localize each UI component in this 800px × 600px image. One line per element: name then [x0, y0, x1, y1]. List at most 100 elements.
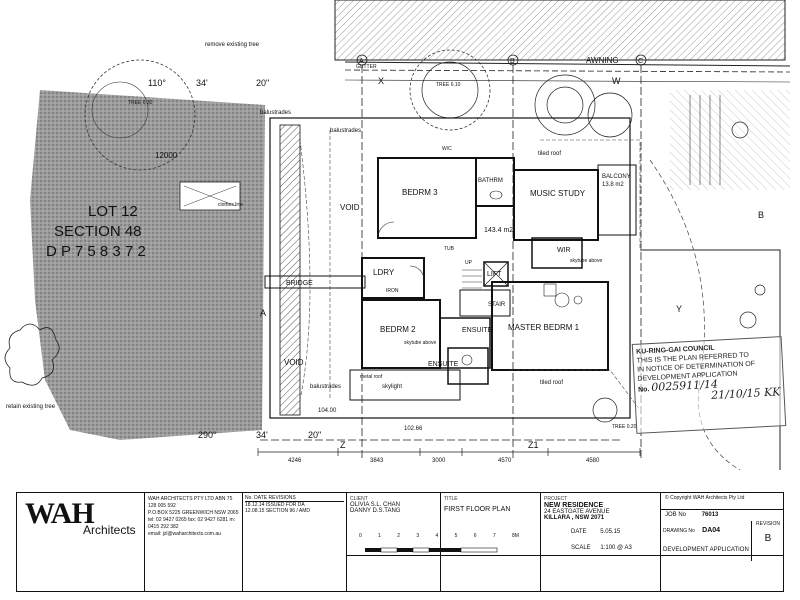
copyright-text: Copyright WAH Architects Pty Ltd: [670, 495, 745, 501]
grid-label-a: A: [260, 308, 266, 318]
drawing-title-box: TITLE FIRST FLOOR PLAN: [441, 493, 541, 591]
stamp-no-label: No.: [637, 386, 650, 394]
room-bedroom2: BEDRM 2: [380, 325, 416, 334]
drawing-label: DRAWING No: [663, 528, 695, 534]
room-lift: LIFT: [487, 271, 502, 278]
firm-logo: WAH Architects: [17, 493, 145, 591]
status-field: DEVELOPMENT APPLICATION: [663, 547, 749, 553]
tree-label: TREE 0.20: [612, 424, 637, 430]
room-bridge: BRIDGE: [286, 280, 313, 287]
drawing-number: DA04: [702, 527, 721, 534]
project-address: 24 EASTGATE AVENUE: [544, 509, 610, 515]
room-master: MASTER BEDRM 1: [508, 323, 580, 332]
date-label: DATE: [571, 529, 587, 535]
awning-label: AWNING: [586, 56, 619, 65]
scale-ticks: 0 1 2 3 4 5 6 7 8M: [359, 533, 519, 539]
copyright-row: © Copyright WAH Architects Pty Ltd: [661, 493, 783, 507]
room-ensuite: ENSUITE: [462, 327, 493, 334]
dim-bottom: 3000: [432, 458, 446, 464]
dim-bottom: 3843: [370, 458, 384, 464]
bearing-bot-deg: 290°: [198, 430, 217, 440]
room-bathroom: BATHRM: [478, 178, 503, 184]
dimension-10400: 104.00: [318, 408, 337, 414]
drawing-title: FIRST FLOOR PLAN: [444, 506, 511, 513]
grid-label-y: Y: [676, 304, 682, 314]
retain-tree-note: retain existing tree: [6, 404, 56, 410]
scale-tick: 8M: [512, 533, 519, 539]
grid-markers: [260, 54, 647, 460]
balustrade-note: balustrades: [330, 128, 361, 134]
wc-label: W/C: [442, 146, 452, 152]
tree-canopy: [91, 81, 149, 139]
bearing-top-sec: 20": [256, 78, 269, 88]
project-suburb: KILLARA , NSW 2071: [544, 515, 605, 521]
site-shading: [30, 90, 265, 440]
revisions-table: No. DATE REVISIONS 18.12.14 ISSUED FOR D…: [243, 493, 347, 591]
scale-tick: 0: [359, 533, 362, 539]
room-music-study: MUSIC STUDY: [530, 189, 586, 198]
section-label: SECTION 48: [54, 223, 142, 240]
revision-value: B: [764, 533, 772, 544]
dimension-12000: 12000: [155, 151, 178, 160]
project-label: PROJECT: [544, 496, 568, 502]
iron-label: IRON: [386, 288, 399, 294]
skylight-note: skylight: [382, 384, 402, 390]
title-label: TITLE: [444, 496, 458, 502]
job-number: 76013: [701, 512, 719, 518]
room-balcony-area: 13.8 m2: [602, 182, 624, 188]
tree-label: TREE 6.30: [128, 100, 153, 106]
metal-roof-note: metal roof: [360, 374, 383, 380]
road-hatch: [335, 0, 785, 60]
client-name: OLIVIA S.L. CHAN: [350, 502, 401, 508]
firm-name: WAH ARCHITECTS PTY LTD ABN 75 128 005 59…: [148, 496, 233, 509]
project-name: NEW RESIDENCE: [544, 502, 604, 509]
balustrade-note: balustrades: [310, 384, 341, 390]
scale-tick: 2: [397, 533, 401, 539]
grid-circle-b: B: [510, 58, 515, 65]
revision-row: 18.12.14 ISSUED FOR DA: [245, 502, 305, 508]
floor-area: 143.4 m2: [484, 227, 513, 234]
room-void-left: VOID: [340, 203, 360, 212]
council-stamp: KU-RING-GAI COUNCIL THIS IS THE PLAN REF…: [631, 336, 787, 434]
room-ensuite: ENSUITE: [428, 361, 459, 368]
scale-tick: 3: [416, 533, 420, 539]
dimension-10266: 102.66: [404, 426, 423, 432]
dp-label: D P 7 5 8 3 7 2: [46, 243, 146, 260]
dim-bottom: 4580: [586, 458, 600, 464]
skytube-note: skytube above: [570, 258, 602, 264]
bearing-bot-sec: 20": [308, 430, 321, 440]
grid-circle-c: C: [638, 58, 643, 65]
remove-tree-note: remove existing tree: [205, 42, 260, 48]
grid-label-z1: Z1: [528, 440, 539, 450]
date-field: DATE 5.05.15: [571, 529, 620, 535]
tiled-roof-note: tiled roof: [540, 380, 563, 386]
project-box: PROJECT NEW RESIDENCE 24 EASTGATE AVENUE…: [541, 493, 661, 591]
dim-bottom: 4246: [288, 458, 302, 464]
grid-label-x: X: [378, 76, 384, 86]
room-wir: WIR: [557, 247, 571, 254]
date-value: 5.05.15: [600, 529, 621, 535]
room-laundry: LDRY: [373, 268, 395, 277]
bearing-top-min: 34': [196, 78, 208, 88]
firm-details: WAH ARCHITECTS PTY LTD ABN 75 128 005 59…: [145, 493, 243, 591]
balustrade-note: balustrades: [260, 110, 291, 116]
firm-phone: tel: 02 9427 0265 fax: 02 9427 6281 m: 0…: [148, 517, 236, 530]
scale-bar: [361, 541, 511, 553]
scale-tick: 6: [473, 533, 477, 539]
lot-label: LOT 12: [88, 203, 138, 220]
scale-label: SCALE: [571, 545, 591, 551]
skytube-note: skytube above: [404, 340, 436, 346]
revision-field: REVISION B: [751, 521, 784, 561]
grid-label-z: Z: [340, 440, 346, 450]
room-bedroom3: BEDRM 3: [402, 188, 438, 197]
bearing-top-deg: 110°: [148, 78, 166, 88]
scale-tick: 4: [435, 533, 439, 539]
client-box: CLIENT OLIVIA S.L. CHAN DANNY D.S.TANG: [347, 493, 441, 591]
grid-circle-a: A: [359, 58, 364, 65]
scale-tick: 7: [492, 533, 496, 539]
room-void-bottom: VOID: [284, 358, 304, 367]
logo-word: Architects: [83, 523, 136, 537]
gutter-label: GUTTER: [356, 64, 377, 70]
job-label: JOB No: [665, 512, 687, 518]
